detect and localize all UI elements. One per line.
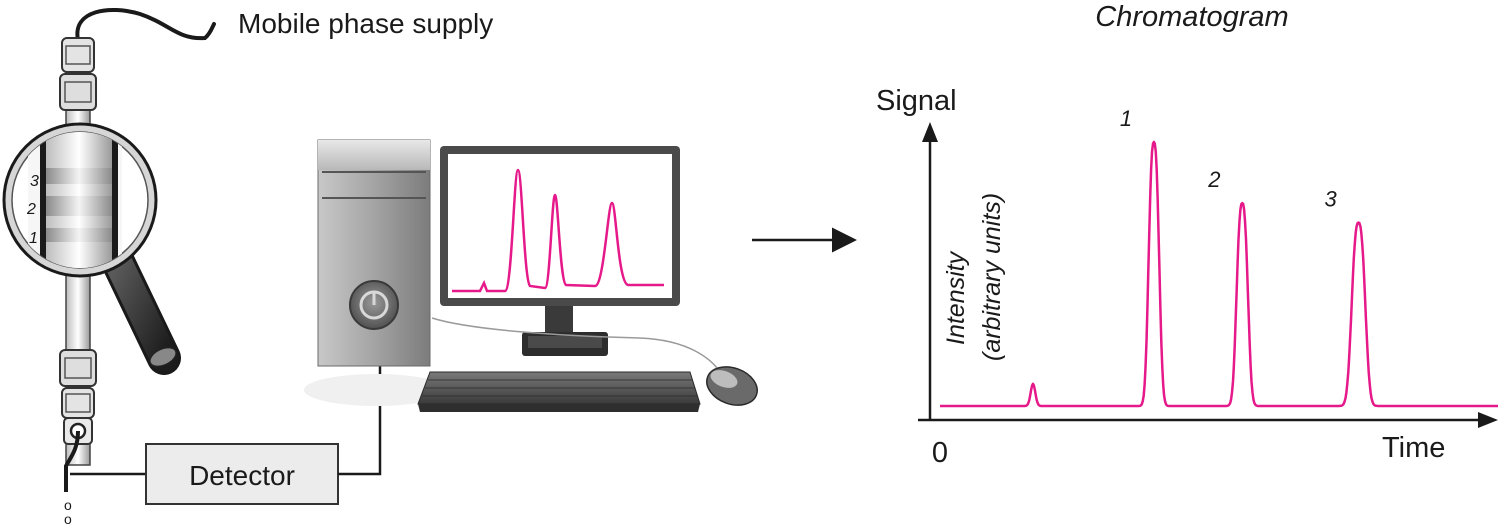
droplet-upper: o — [64, 497, 72, 513]
x-axis-label-time: Time — [1382, 432, 1445, 464]
peak-label-1: 1 — [1120, 106, 1132, 131]
chromatogram-title: Chromatogram — [1095, 1, 1288, 33]
magnifier-handle — [101, 245, 181, 375]
x-axis-origin: 0 — [932, 437, 948, 469]
chromatogram-chart: Signal Intensity (arbitrary units) Time … — [876, 85, 1499, 469]
keyboard — [417, 371, 701, 412]
magnifier-lens: 3 2 1 — [2, 122, 158, 278]
supply-tube — [75, 7, 216, 42]
x-axis-arrowhead — [1478, 412, 1498, 428]
y-axis-label-signal: Signal — [876, 85, 957, 117]
band-3 — [46, 168, 112, 184]
y-axis-label-units: (arbitrary units) — [978, 193, 1006, 361]
computer-tower — [304, 139, 448, 406]
band-2 — [46, 196, 112, 216]
droplet-lower: o — [64, 511, 72, 527]
outlet-tube — [64, 430, 80, 492]
bottom-fitting — [59, 349, 97, 445]
band-label-2: 2 — [26, 201, 36, 218]
monitor-chromatogram — [452, 168, 664, 293]
y-axis-label-intensity: Intensity — [942, 250, 970, 345]
top-fitting — [59, 37, 97, 111]
computer-monitor — [440, 146, 680, 356]
chromatogram-trace — [939, 140, 1499, 408]
band-label-3: 3 — [30, 173, 39, 190]
detector-label: Detector — [189, 460, 295, 491]
band-1 — [46, 228, 112, 242]
peak-label-2: 2 — [1207, 167, 1220, 192]
mouse-cable — [431, 317, 721, 373]
mouse — [431, 317, 758, 406]
y-axis-arrowhead — [922, 122, 938, 142]
peak-labels: 1 2 3 — [1120, 106, 1338, 212]
detector-box: Detector — [145, 443, 339, 505]
band-label-1: 1 — [29, 230, 38, 247]
mobile-phase-label: Mobile phase supply — [238, 8, 493, 39]
peak-label-3: 3 — [1325, 187, 1338, 212]
